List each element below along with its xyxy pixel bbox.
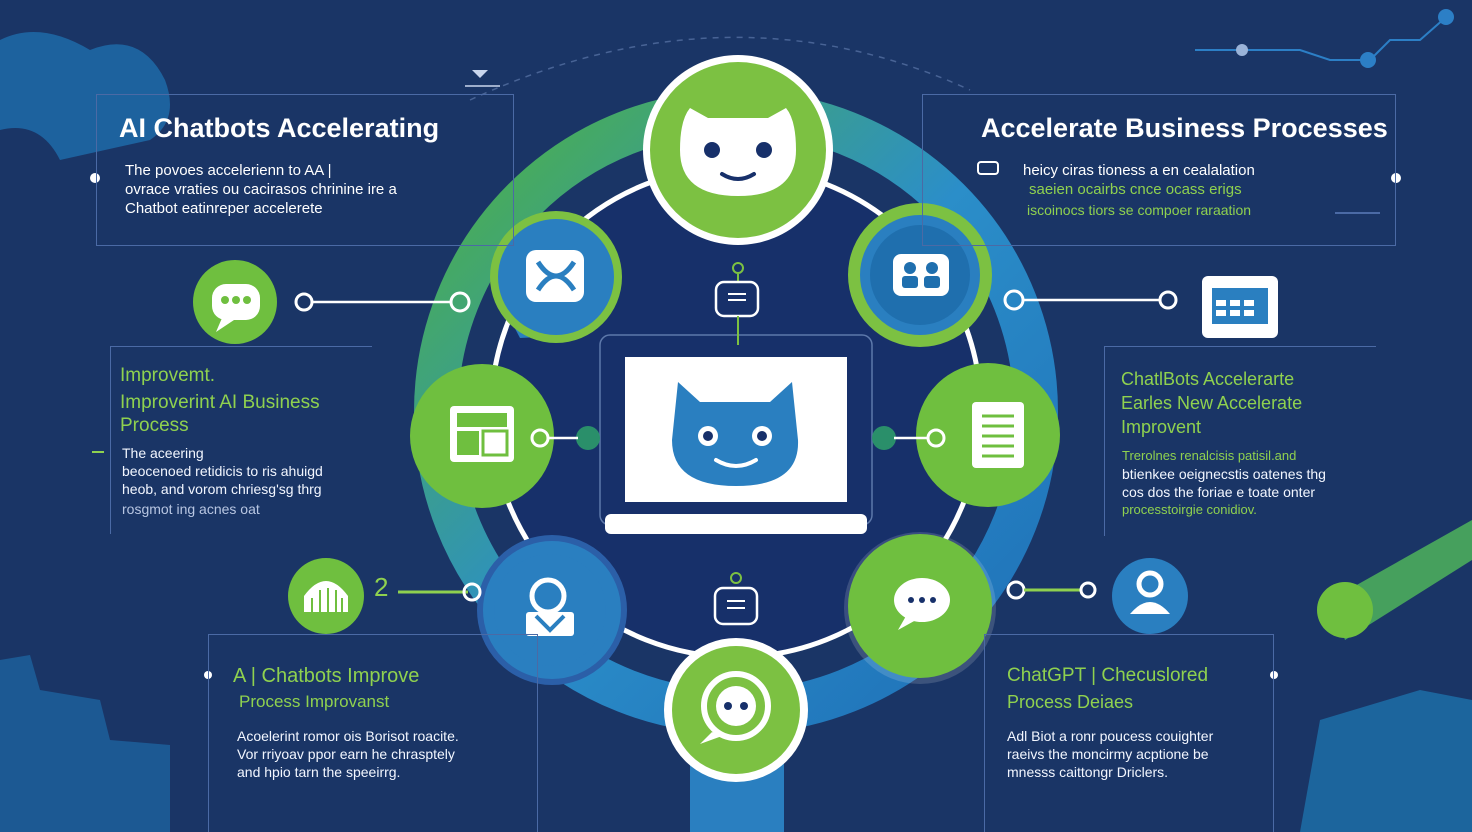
mid-right-body-line: Trerolnes renalcisis patisil.and <box>1122 448 1297 463</box>
dashboard-icon <box>1202 276 1278 338</box>
bottom-right-body-line: Adl Biot a ronr poucess couighter <box>1007 728 1214 744</box>
panel-top-left: AI Chatbots Accelerating The povoes acce… <box>96 94 514 246</box>
bottom-right-title-line: ChatGPT | Checuslored <box>1007 665 1209 686</box>
connector-left-mid <box>530 428 578 448</box>
connector-left-bottom <box>398 582 482 602</box>
bottom-left-body-line: Vor rriyoav ppor earn he chrasptely <box>237 746 455 762</box>
mid-right-heading-line: Improvent <box>1121 417 1202 437</box>
mid-right-heading-line: Earles New Accelerate <box>1121 393 1303 413</box>
panel-top-left-line: Chatbot eatinreper accelerete <box>125 200 323 217</box>
mid-left-body-line: The aceering <box>122 445 204 461</box>
chat-bubble-icon <box>844 532 996 684</box>
robot-chat-icon <box>664 638 808 832</box>
speech-skull-icon <box>193 260 277 344</box>
decor-shape-bottom-right <box>1300 520 1472 832</box>
panel-top-left-line: The povoes accelerienn to AA | <box>125 162 332 179</box>
step-number: 2 <box>374 572 389 602</box>
bottom-left-title: A | Chatbots Improve Process Improvanst <box>233 663 419 715</box>
panel-top-right-line: saeien ocairbs cnce ocass erigs <box>1029 181 1242 198</box>
mid-left-heading: Improvemt. Improverint AI Business Proce… <box>120 364 320 437</box>
mid-left-heading-line: Process <box>120 415 189 436</box>
bottom-right-title: ChatGPT | Checuslored Process Deiaes <box>1007 663 1208 715</box>
mid-right-body: Trerolnes renalcisis patisil.and btienke… <box>1122 447 1326 519</box>
bottom-left-title-line: A | Chatbots Improve <box>233 665 420 687</box>
bottom-right-body: Adl Biot a ronr poucess couighter raeivs… <box>1007 727 1213 781</box>
panel-top-right-line: heicy ciras tioness a en cealalation <box>1023 162 1255 179</box>
connector-right-top <box>1003 289 1178 311</box>
panel-top-right-title: Accelerate Business Processes <box>981 113 1388 143</box>
decor-cloud-top-left <box>0 32 170 160</box>
bottom-right-body-line: mnesss caittongr Driclers. <box>1007 764 1169 780</box>
center-laptop <box>599 334 873 534</box>
mid-right-heading-line: ChatlBots Accelerarte <box>1121 369 1295 389</box>
mid-left-body-line: rosgmot ing acnes oat <box>122 501 260 517</box>
mid-left-body-line: heob, and vorom chriesg'sg thrg <box>122 481 322 497</box>
panel-bottom-right: ChatGPT | Checuslored Process Deiaes Adl… <box>984 634 1274 832</box>
team-icon <box>848 203 992 347</box>
panel-top-left-line: ovrace vraties ou cacirasos chrinine ire… <box>125 181 397 198</box>
mid-left-body: The aceering beocenoed retidicis to ris … <box>122 444 323 518</box>
bottom-right-title-line: Process Deiaes <box>1007 692 1134 712</box>
bottom-left-body-line: and hpio tarn the speeirrg. <box>237 764 401 780</box>
panel-top-right: Accelerate Business Processes heicy cira… <box>922 94 1396 246</box>
user-icon <box>1112 558 1188 634</box>
panel-mid-left <box>110 346 372 534</box>
mid-left-heading-line: Improverint AI Business <box>120 392 320 413</box>
connector-bottom <box>713 572 759 626</box>
panel-bottom-left: A | Chatbots Improve Process Improvanst … <box>208 634 538 832</box>
panel-top-right-line: iscoinocs tiors se compoer raraation <box>1027 202 1252 218</box>
connector-top <box>714 262 760 345</box>
mid-right-heading: ChatlBots Accelerarte Earles New Acceler… <box>1121 367 1302 439</box>
decor-cloud-bottom-left <box>0 655 170 832</box>
panel-mid-right <box>1104 346 1376 536</box>
connector-right-bottom <box>1006 580 1097 600</box>
mid-right-body-line: cos dos the foriae e toate onter <box>1122 484 1316 500</box>
robot-face-icon <box>643 55 833 245</box>
bottom-left-body: Acoelerint romor ois Borisot roacite. Vo… <box>237 727 459 781</box>
mid-left-body-line: beocenoed retidicis to ris ahuigd <box>122 463 323 479</box>
mid-right-body-line: btienkee oeignecstis oatenes thg <box>1122 466 1326 482</box>
user-support-icon <box>477 535 627 685</box>
panel-top-left-title: AI Chatbots Accelerating <box>119 113 440 143</box>
decor-network-top-right <box>1195 9 1454 68</box>
bottom-left-title-line: Process Improvanst <box>239 692 390 711</box>
document-icon <box>872 363 1060 507</box>
ribbon-logo-icon <box>490 211 622 343</box>
window-chart-icon <box>410 364 600 508</box>
connector-right-mid <box>894 428 946 448</box>
bottom-right-body-line: raeivs the moncirmy acptione be <box>1007 746 1209 762</box>
chatbot-cat-icon <box>672 382 799 486</box>
mid-right-body-line: processtoirgie conidiov. <box>1122 502 1257 517</box>
connector-left-top <box>294 291 471 313</box>
bottom-left-body-line: Acoelerint romor ois Borisot roacite. <box>237 728 459 744</box>
factory-icon <box>288 558 364 634</box>
mid-left-heading-line: Improvemt. <box>120 365 216 386</box>
